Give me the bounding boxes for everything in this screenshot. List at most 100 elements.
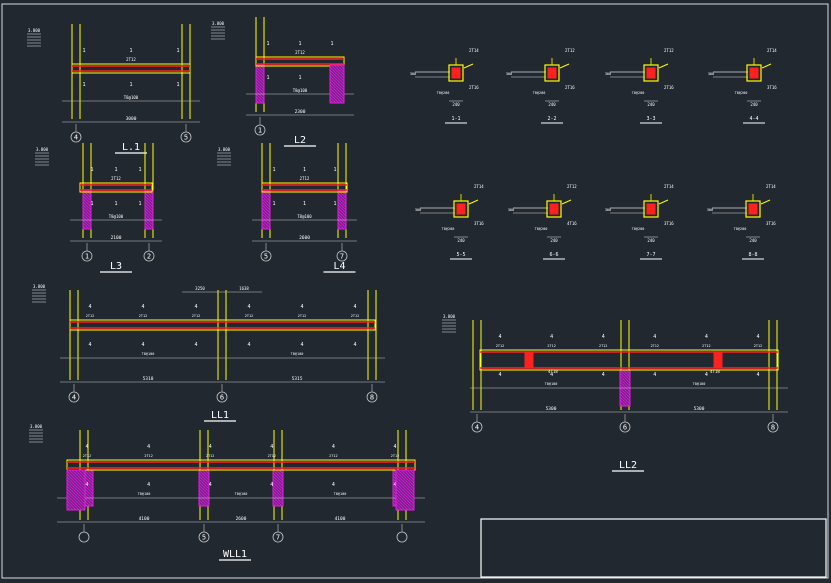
section-bot-bar: 2T16 xyxy=(664,85,674,90)
section-mark: 4 xyxy=(209,482,212,488)
hatch-line xyxy=(272,484,284,496)
section-bot-bar: 2T16 xyxy=(565,85,575,90)
hatch-line xyxy=(272,499,280,507)
section-title: 7-7 xyxy=(646,252,655,258)
hatch-line xyxy=(329,84,345,100)
section-mark: 1 xyxy=(333,167,336,173)
section-mark: 4 xyxy=(353,342,356,348)
hatch-line xyxy=(395,485,415,505)
hatch-line xyxy=(80,469,86,475)
hatch-line xyxy=(275,469,284,478)
section-top-bar: 2T12 xyxy=(664,48,674,53)
section-mark: 1 xyxy=(298,41,301,47)
hatch-line xyxy=(82,201,92,211)
section-mark: 4 xyxy=(270,482,273,488)
hatch-line xyxy=(272,502,277,507)
axis-label: 7 xyxy=(340,253,344,261)
axis-label: 5 xyxy=(264,253,268,261)
span-dim: 4100 xyxy=(335,516,346,522)
hatch-line xyxy=(337,195,347,205)
hatch-line xyxy=(144,192,154,202)
span-dim: 5300 xyxy=(546,406,557,412)
beam-outline xyxy=(255,56,345,67)
rebar-label: 2T12 xyxy=(702,344,710,348)
rebar-label: 2T12 xyxy=(651,344,659,348)
hatch-line xyxy=(400,469,415,484)
rebar-label: 2T12 xyxy=(496,344,504,348)
hatch-line xyxy=(337,222,345,230)
hatch-line xyxy=(82,192,92,202)
section-height: 300 xyxy=(506,72,512,76)
elevation-label: 3.800 xyxy=(218,147,231,152)
drawing-title: L2 xyxy=(294,135,306,146)
section-mark: 4 xyxy=(300,304,303,310)
hatch-line xyxy=(412,469,415,472)
hatch-line xyxy=(255,99,260,104)
section-mark: 4 xyxy=(393,444,396,450)
hatch-line xyxy=(144,201,154,211)
hatch-line xyxy=(255,84,265,94)
rebar-label: 2T12 xyxy=(86,314,94,318)
section-top-bar: 2T14 xyxy=(469,48,479,53)
axis-bubble xyxy=(254,124,266,136)
hatch-line xyxy=(395,470,415,490)
span-dim: 5300 xyxy=(694,406,705,412)
beam-outline xyxy=(79,182,153,193)
section-mark: 1 xyxy=(176,82,179,88)
hatch-line xyxy=(272,472,284,484)
section-rebar-cage xyxy=(748,203,758,215)
hatch-line xyxy=(395,479,415,499)
hatch-line xyxy=(144,222,152,230)
hatch-line xyxy=(77,469,86,478)
hatch-line xyxy=(198,478,210,490)
hatch-line xyxy=(395,476,415,496)
section-mark: 4 xyxy=(247,342,250,348)
hatch-line xyxy=(198,469,210,481)
section-mark: 4 xyxy=(498,334,501,340)
drawing-LL1: 3.800442T12442T12442T12442T12442T12442T1… xyxy=(32,284,385,422)
section-title: 3-3 xyxy=(646,116,655,122)
hatch-line xyxy=(395,497,409,511)
section-title: 1-1 xyxy=(451,116,460,122)
hatch-line xyxy=(86,469,94,477)
hatch-line xyxy=(144,213,154,223)
hatch-line xyxy=(82,219,92,229)
elevation-label: 3.800 xyxy=(443,314,456,319)
section-mark: 4 xyxy=(194,342,197,348)
hatch-line xyxy=(337,219,347,229)
slab-line xyxy=(468,199,479,205)
hatch-line xyxy=(329,87,345,103)
rebar-label: 2T12 xyxy=(206,454,214,458)
drawing-LL2: 3.800442T12442T12442T12442T12442T12442T1… xyxy=(442,314,788,472)
hatch-line xyxy=(71,469,86,484)
hatch-line xyxy=(261,225,266,230)
hatch-line xyxy=(66,488,86,508)
axis-bubble xyxy=(396,531,408,543)
rebar-label: 2T12 xyxy=(754,344,762,348)
section-rebar-cage xyxy=(646,67,656,79)
rebar-label: 2T12 xyxy=(391,454,399,458)
hatch-line xyxy=(261,195,271,205)
hatch-line xyxy=(82,198,92,208)
hatch-line xyxy=(261,222,269,230)
rebar-label: 2T12 xyxy=(599,344,607,348)
section-width: 240 xyxy=(647,102,655,107)
rebar-note: 4T18 xyxy=(710,369,720,374)
hatch-line xyxy=(337,204,347,214)
axis-label: 5 xyxy=(184,134,188,142)
hatch-line xyxy=(83,469,86,472)
hatch-line xyxy=(255,96,263,104)
hatch-line xyxy=(272,490,284,502)
stirrup-label: T8@100 xyxy=(142,352,155,356)
hatch-line xyxy=(329,72,345,88)
section-title: 5-5 xyxy=(456,252,465,258)
rebar-label: 2T12 xyxy=(192,314,200,318)
section-mark: 4 xyxy=(209,444,212,450)
axis-bubble xyxy=(216,391,228,403)
beam-outline xyxy=(66,459,416,471)
